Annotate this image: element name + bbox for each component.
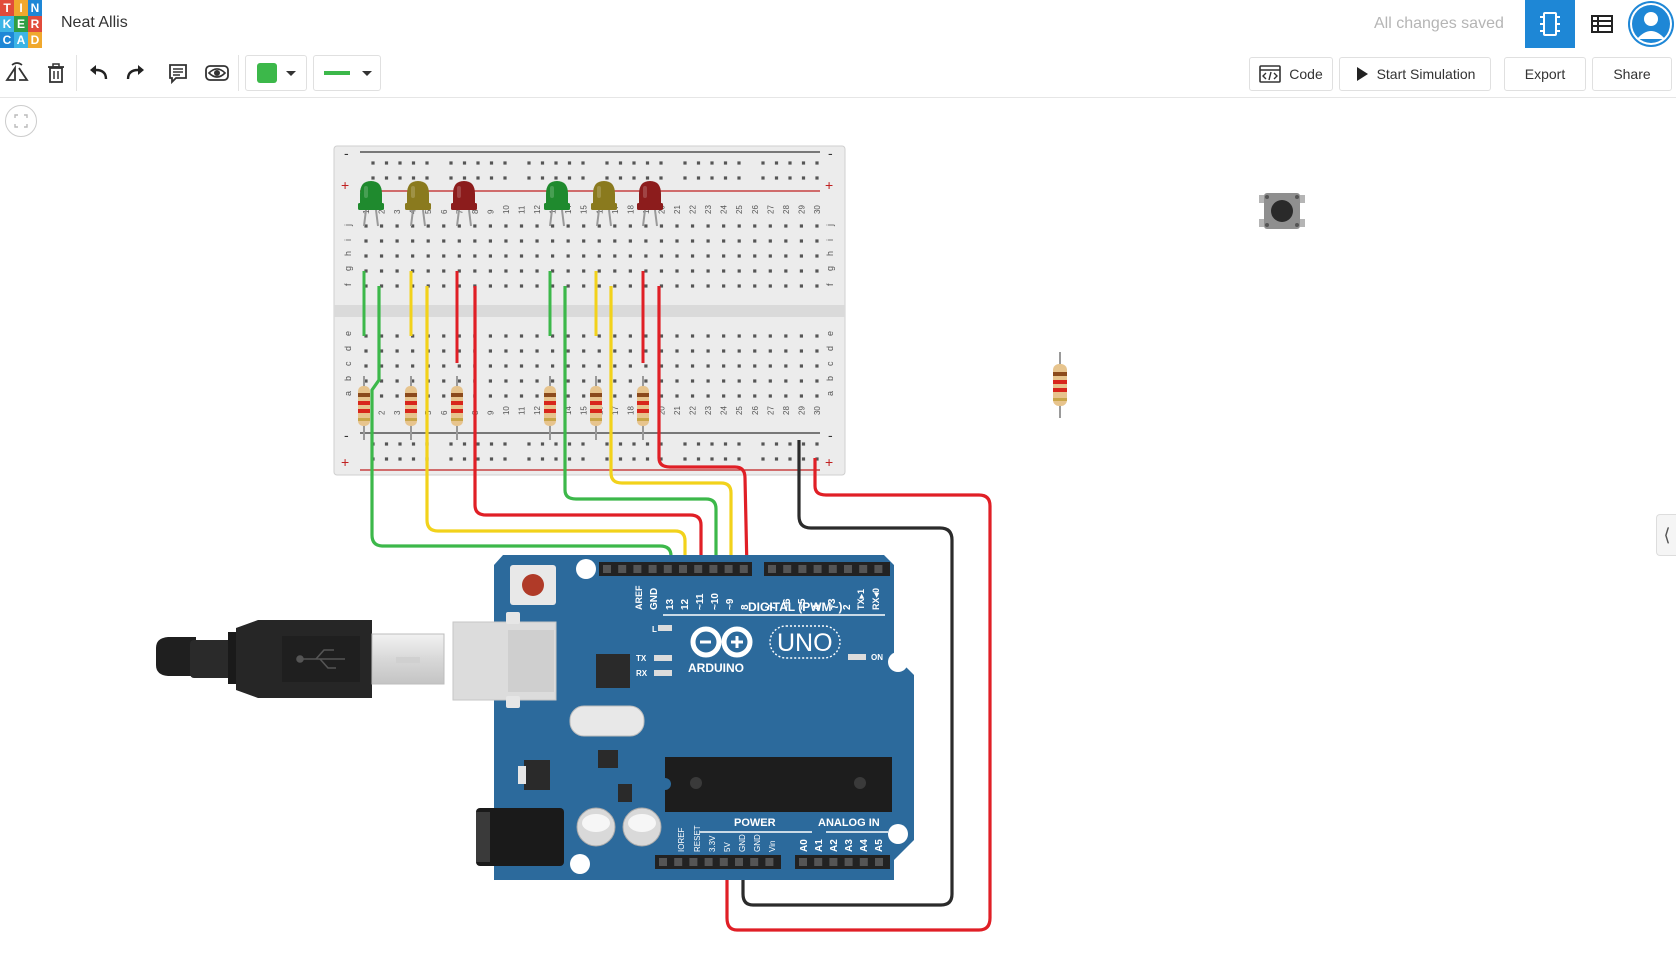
eye-icon	[205, 65, 229, 81]
logo-letter: A	[14, 32, 28, 48]
share-label: Share	[1613, 66, 1651, 82]
logo-letter: K	[0, 16, 14, 32]
logo-letter: R	[28, 16, 42, 32]
trash-icon	[48, 63, 64, 83]
logo-letter: E	[14, 16, 28, 32]
code-icon	[1259, 65, 1282, 83]
chevron-left-icon: ⟨	[1663, 524, 1671, 545]
rotate-button[interactable]	[1, 57, 33, 89]
redo-icon	[126, 65, 144, 80]
circuit-icon	[1540, 12, 1560, 36]
logo-letter: D	[28, 32, 42, 48]
redo-button[interactable]	[120, 57, 152, 89]
toolbar: Code Start Simulation Export Share	[0, 49, 1676, 98]
undo-icon	[90, 65, 108, 80]
component-list-button[interactable]	[1578, 0, 1626, 48]
toolbar-divider	[238, 55, 239, 91]
code-button-label: Code	[1289, 66, 1323, 82]
view-toggle-button[interactable]	[201, 57, 233, 89]
wire-color-swatch	[324, 71, 350, 75]
wire-color-dropdown[interactable]	[313, 55, 381, 91]
export-label: Export	[1524, 66, 1566, 82]
user-avatar[interactable]	[1628, 1, 1674, 47]
play-icon	[1356, 67, 1368, 81]
toolbar-divider	[76, 55, 77, 91]
start-simulation-button[interactable]: Start Simulation	[1339, 57, 1491, 91]
zoom-to-fit-button[interactable]	[5, 105, 37, 137]
notes-button[interactable]	[162, 57, 194, 89]
fill-color-dropdown[interactable]	[245, 55, 307, 91]
chevron-down-icon	[362, 71, 372, 76]
undo-button[interactable]	[82, 57, 114, 89]
save-status: All changes saved	[1374, 15, 1504, 32]
logo-letter: C	[0, 32, 14, 48]
components-panel-toggle[interactable]: ⟨	[1656, 514, 1676, 556]
start-simulation-label: Start Simulation	[1376, 66, 1476, 82]
workplane-canvas[interactable]	[0, 98, 1676, 972]
logo-letter: N	[28, 0, 42, 16]
table-icon	[1591, 15, 1613, 33]
fill-color-swatch	[257, 63, 277, 83]
user-icon	[1630, 3, 1672, 45]
code-button[interactable]: Code	[1249, 57, 1333, 91]
delete-button[interactable]	[40, 57, 72, 89]
fit-view-icon	[14, 114, 28, 128]
logo-letter: T	[0, 0, 14, 16]
logo-letter: I	[14, 0, 28, 16]
notes-icon	[169, 64, 187, 85]
project-title[interactable]: Neat Allis	[61, 14, 128, 31]
chevron-down-icon	[286, 71, 296, 76]
rotate-icon	[5, 62, 29, 81]
share-button[interactable]: Share	[1592, 57, 1672, 91]
export-button[interactable]: Export	[1504, 57, 1586, 91]
circuit-view-button[interactable]	[1525, 0, 1575, 48]
